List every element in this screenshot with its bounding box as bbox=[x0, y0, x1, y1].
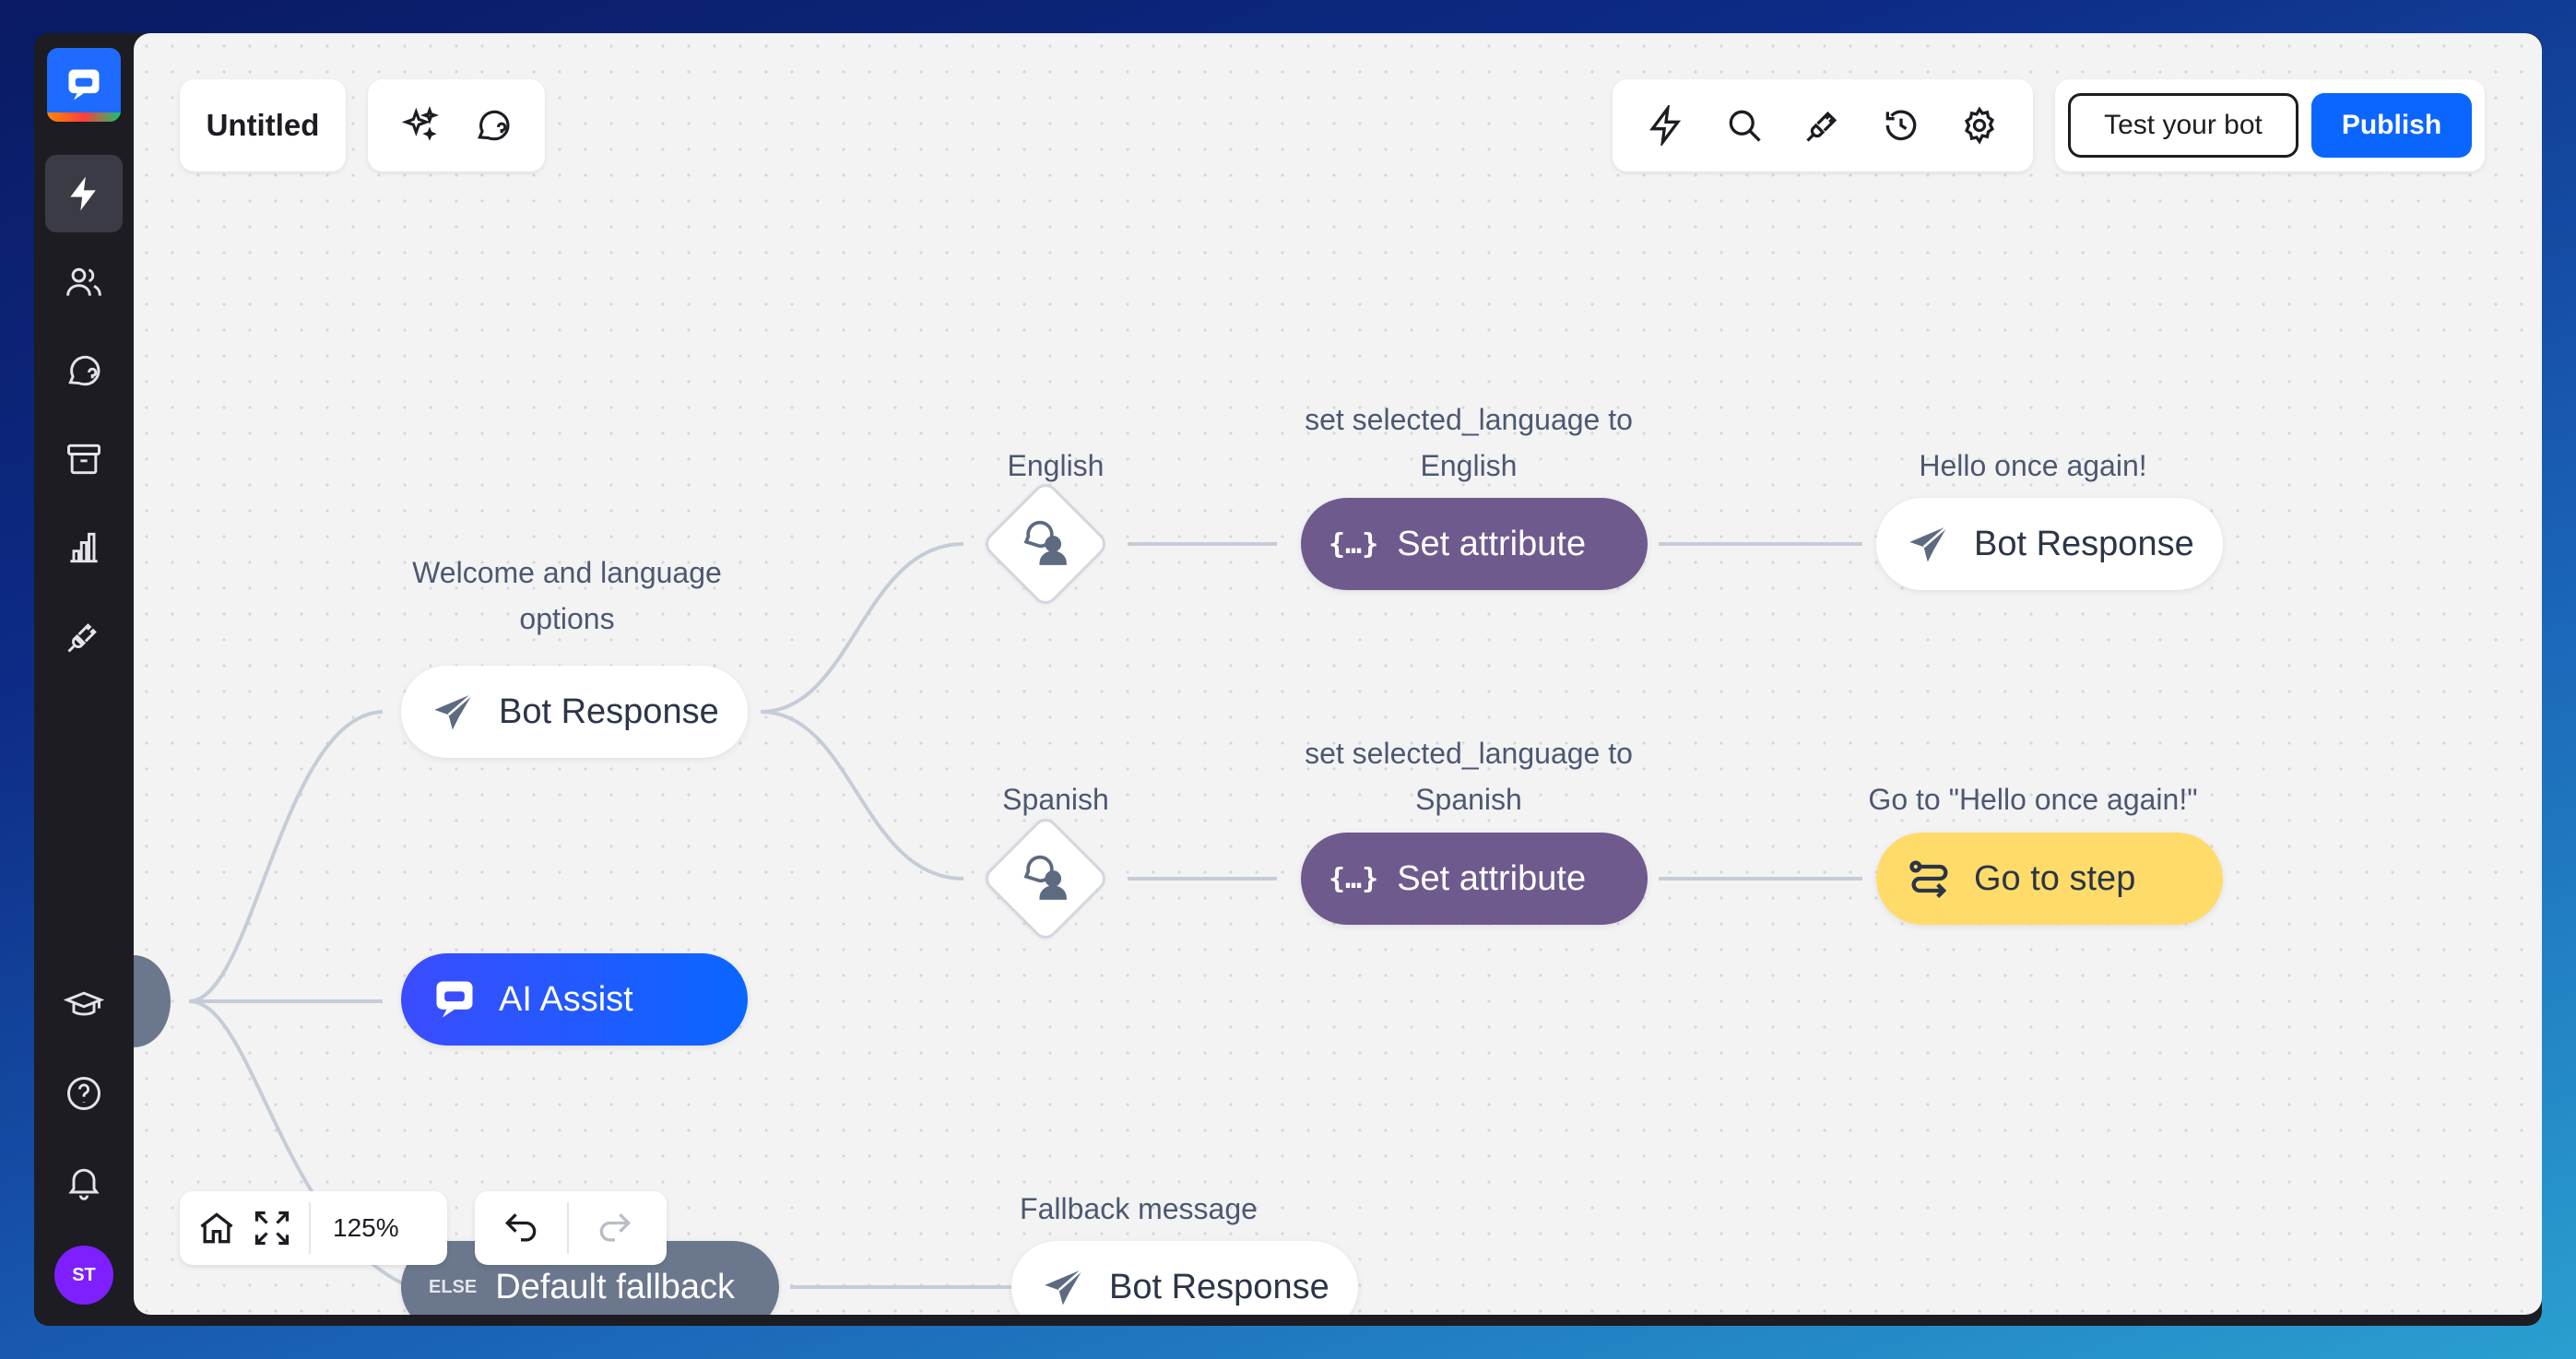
english-label: English bbox=[1007, 449, 1105, 482]
settings-button[interactable] bbox=[1948, 94, 2011, 157]
go-to-step-node[interactable]: Go to step bbox=[1876, 833, 2223, 925]
user-chat-icon bbox=[1016, 849, 1075, 908]
fallback-message-label: Fallback message bbox=[1020, 1192, 1258, 1225]
node-title: Bot Response bbox=[1974, 524, 2194, 563]
home-icon bbox=[200, 1212, 233, 1244]
publish-button[interactable]: Publish bbox=[2311, 93, 2472, 158]
goto-label: Go to "Hello once again!" bbox=[1868, 783, 2198, 816]
redo-button[interactable] bbox=[578, 1197, 652, 1259]
welcome-bot-response-node[interactable]: Bot Response bbox=[401, 666, 748, 758]
chat-question-icon bbox=[68, 355, 100, 386]
app-logo[interactable] bbox=[47, 48, 121, 122]
ai-sparkles-button[interactable] bbox=[388, 94, 451, 157]
set-attribute-english-node[interactable]: {…} Set attribute bbox=[1301, 498, 1648, 590]
right-tools-panel bbox=[1613, 79, 2033, 171]
connector-lines bbox=[188, 542, 1862, 1289]
sidebar-item-notifications[interactable] bbox=[45, 1143, 123, 1221]
history-button[interactable] bbox=[1870, 94, 1932, 157]
app-window: ST Untitled bbox=[34, 33, 2542, 1326]
node-title: Set attribute bbox=[1397, 858, 1587, 898]
zoom-controls: 125% bbox=[180, 1191, 447, 1265]
node-title: AI Assist bbox=[499, 979, 633, 1019]
graduation-cap-icon bbox=[64, 991, 104, 1016]
help-icon bbox=[67, 1077, 100, 1110]
hello-bot-response-node[interactable]: Bot Response bbox=[1876, 498, 2223, 590]
chat-question-icon bbox=[478, 110, 510, 141]
ai-assist-node[interactable]: AI Assist bbox=[401, 953, 748, 1046]
history-controls bbox=[475, 1191, 667, 1265]
zoom-level[interactable]: 125% bbox=[333, 1213, 399, 1242]
route-icon bbox=[1904, 853, 1956, 904]
redo-icon bbox=[599, 1213, 632, 1242]
set-attribute-spanish-node[interactable]: {…} Set attribute bbox=[1301, 833, 1648, 925]
bot-title[interactable]: Untitled bbox=[180, 79, 346, 171]
spanish-label: Spanish bbox=[1002, 783, 1109, 816]
sidebar: ST bbox=[34, 33, 134, 1326]
users-icon bbox=[66, 267, 101, 296]
sidebar-item-automation[interactable] bbox=[45, 155, 123, 232]
fit-view-button[interactable] bbox=[244, 1197, 300, 1259]
node-title: Default fallback bbox=[495, 1267, 736, 1306]
ai-assist-icon bbox=[429, 974, 480, 1025]
undo-button[interactable] bbox=[484, 1197, 558, 1259]
chat-logo-icon bbox=[68, 69, 100, 100]
set-spanish-label: set selected_language to Spanish bbox=[1305, 737, 1633, 816]
history-icon bbox=[1885, 110, 1917, 141]
test-bot-button[interactable]: Test your bot bbox=[2068, 93, 2298, 158]
integrations-button[interactable] bbox=[1791, 94, 1854, 157]
gear-icon bbox=[1964, 106, 1994, 145]
expand-icon bbox=[254, 1211, 290, 1246]
sidebar-item-reports[interactable] bbox=[45, 509, 123, 586]
search-button[interactable] bbox=[1713, 94, 1776, 157]
send-icon bbox=[429, 686, 480, 738]
hello-label: Hello once again! bbox=[1919, 449, 2147, 482]
plug-icon bbox=[67, 623, 97, 653]
welcome-label: Welcome and language options bbox=[412, 556, 722, 635]
plug-icon bbox=[1806, 111, 1837, 142]
node-title: Go to step bbox=[1974, 858, 2136, 898]
avatar[interactable]: ST bbox=[54, 1246, 113, 1305]
sidebar-item-integrations[interactable] bbox=[45, 597, 123, 675]
flow-canvas[interactable]: Untitled bbox=[134, 33, 2542, 1315]
sidebar-item-help[interactable] bbox=[45, 1055, 123, 1132]
archive-icon bbox=[67, 443, 100, 475]
else-tag: ELSE bbox=[429, 1276, 478, 1297]
sidebar-item-archive[interactable] bbox=[45, 420, 123, 498]
lightning-icon bbox=[70, 176, 96, 211]
fallback-bot-response-node[interactable]: Bot Response bbox=[1011, 1241, 1358, 1315]
lightning-icon bbox=[1649, 105, 1682, 146]
home-button[interactable] bbox=[189, 1197, 244, 1259]
node-title: Set attribute bbox=[1397, 524, 1587, 563]
set-english-label: set selected_language to English bbox=[1305, 403, 1633, 482]
node-title: Bot Response bbox=[499, 691, 719, 731]
triggers-button[interactable] bbox=[1635, 94, 1697, 157]
tools-panel bbox=[368, 79, 545, 171]
sidebar-item-chats[interactable] bbox=[45, 332, 123, 409]
divider bbox=[567, 1202, 569, 1254]
send-icon bbox=[1039, 1261, 1091, 1313]
user-chat-icon bbox=[1016, 514, 1075, 573]
send-icon bbox=[1904, 518, 1956, 570]
variable-icon: {…} bbox=[1329, 862, 1379, 895]
publish-panel: Test your bot Publish bbox=[2055, 79, 2485, 171]
chat-help-button[interactable] bbox=[462, 94, 525, 157]
undo-icon bbox=[504, 1213, 537, 1242]
divider bbox=[309, 1202, 311, 1254]
search-icon bbox=[1729, 110, 1761, 142]
bell-icon bbox=[68, 1168, 100, 1200]
sidebar-item-users[interactable] bbox=[45, 243, 123, 321]
bar-chart-icon bbox=[70, 532, 98, 563]
variable-icon: {…} bbox=[1329, 527, 1379, 561]
sparkles-icon bbox=[401, 105, 440, 141]
node-title: Bot Response bbox=[1109, 1267, 1329, 1306]
sidebar-item-academy[interactable] bbox=[45, 966, 123, 1044]
